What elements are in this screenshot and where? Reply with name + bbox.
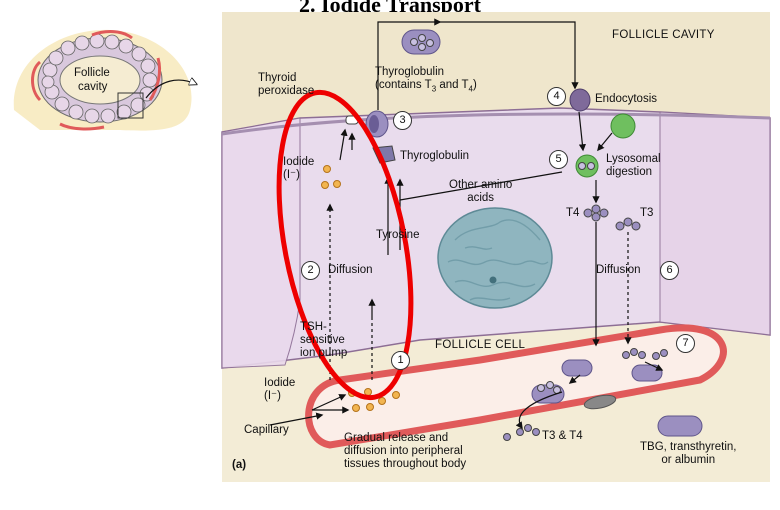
nucleus xyxy=(437,207,553,309)
t3-label: T3 xyxy=(640,207,654,219)
step-2-marker: 2 xyxy=(301,261,320,280)
thyroglobulin-contains-label: Thyroglobulin (contains T3 and T4) xyxy=(375,66,477,94)
iodide-outside-label: Iodide (I⁻) xyxy=(264,377,296,402)
capillary-label: Capillary xyxy=(244,424,289,436)
follicle-inset xyxy=(13,29,196,131)
step-1-marker: 1 xyxy=(391,351,410,370)
step-5-marker: 5 xyxy=(549,150,568,169)
inset-cavity-label: cavity xyxy=(78,81,108,93)
diffusion-left-label: Diffusion xyxy=(328,264,373,276)
step-4-marker: 4 xyxy=(547,87,566,106)
step-7-marker: 7 xyxy=(676,334,695,353)
main-panel xyxy=(221,12,771,482)
figure-tag: (a) xyxy=(232,459,247,471)
lysosomal-digestion-label: Lysosomal digestion xyxy=(606,153,661,178)
diffusion-right-label: Diffusion xyxy=(596,264,641,276)
follicle-cavity-label: FOLLICLE CAVITY xyxy=(612,29,715,41)
highlight-ellipse xyxy=(276,89,414,401)
tbg-label: TBG, transthyretin, or albumin xyxy=(640,441,737,466)
lysosome xyxy=(610,113,636,139)
lysosomal-digestion-vesicle xyxy=(575,154,599,178)
endocytosis-label: Endocytosis xyxy=(595,93,658,105)
tyrosine-label: Tyrosine xyxy=(376,229,420,241)
inset-follicle-label: Follicle xyxy=(74,67,110,79)
endocytosis-vesicle xyxy=(569,88,591,112)
thyroid-peroxidase-label: Thyroid peroxidase xyxy=(258,72,315,97)
other-amino-acids-label: Other amino acids xyxy=(449,179,513,204)
iodide-ions-inside xyxy=(321,165,341,189)
tbg-legend-icon xyxy=(657,415,703,437)
step-3-marker: 3 xyxy=(393,111,412,130)
t4-t3-molecules xyxy=(583,204,641,231)
hormone-molecules-capillary xyxy=(503,348,668,441)
thyroglobulin-label: Thyroglobulin xyxy=(400,150,470,162)
gradual-release-label: Gradual release and diffusion into perip… xyxy=(344,432,467,470)
capillary xyxy=(305,324,727,449)
thyroglobulin-blob-cavity xyxy=(401,29,441,55)
tsh-pump-label: TSH- sensitive ion pump xyxy=(300,321,348,359)
step-6-marker: 6 xyxy=(660,261,679,280)
t3-t4-label: T3 & T4 xyxy=(542,430,583,442)
pathway-arrows xyxy=(269,18,664,430)
follicle-cell-label: FOLLICLE CELL xyxy=(435,339,526,351)
iodide-inside-label: Iodide (I⁻) xyxy=(283,156,315,181)
t4-label: T4 xyxy=(566,207,580,219)
tbg-carrier-proteins xyxy=(531,359,703,437)
